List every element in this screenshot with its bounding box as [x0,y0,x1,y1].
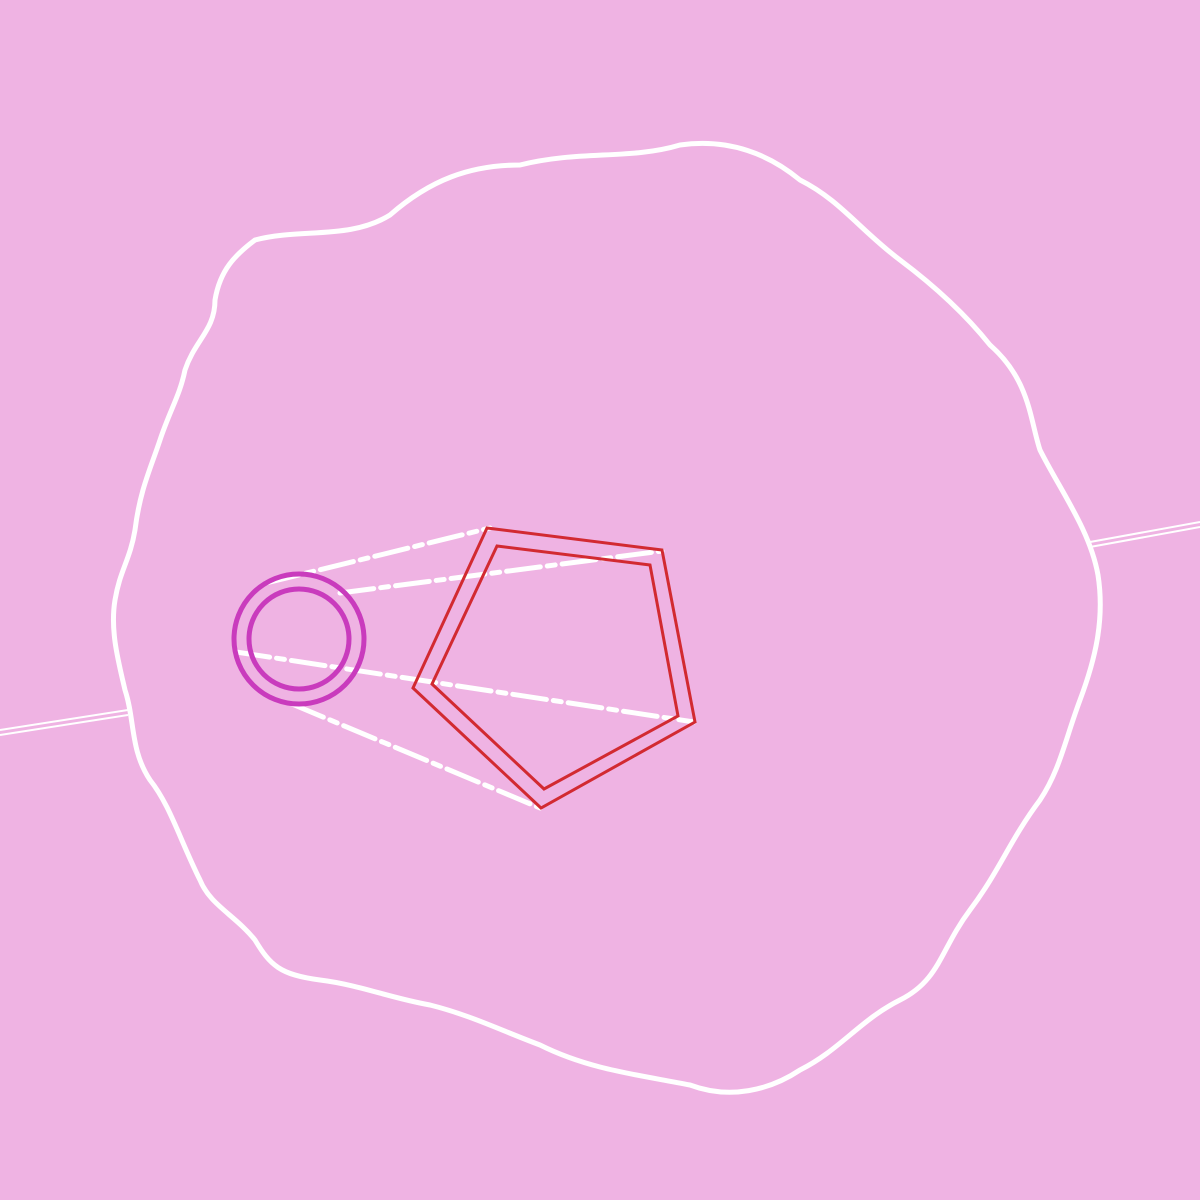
pentagon-target[interactable] [411,526,697,810]
arena-boundary [110,140,1103,1095]
pentagon-inner-outline [430,544,680,791]
laser-beams [233,525,697,811]
ring-outer [231,571,367,707]
beam-2 [337,548,665,596]
ring-inner [246,586,352,692]
guide-line [0,521,1200,736]
beam-4 [289,701,543,811]
beam-1 [263,525,493,586]
pentagon-outer-outline [411,526,697,810]
player-ring[interactable] [231,571,367,707]
beam-3 [233,649,697,725]
